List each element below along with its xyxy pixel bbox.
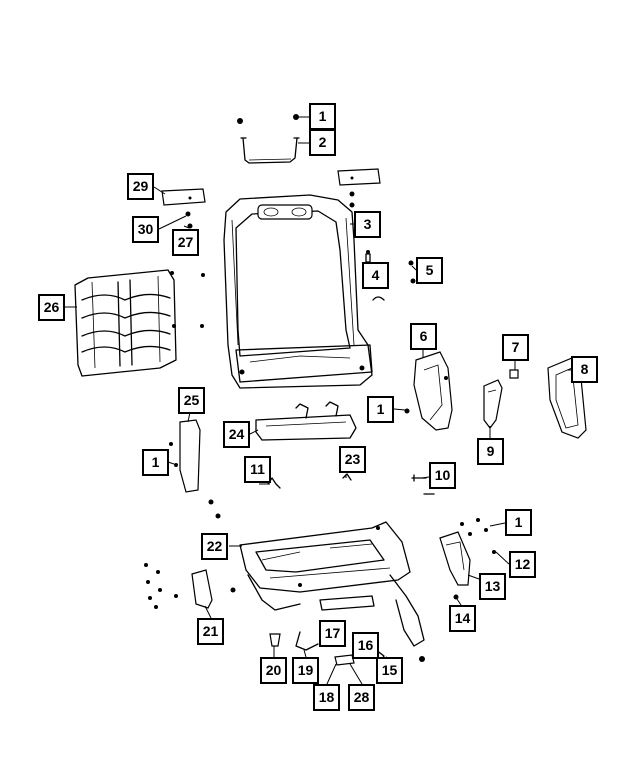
callout-23[interactable]: 23 (339, 446, 366, 473)
switch-part-28 (334, 654, 355, 666)
callout-9[interactable]: 9 (477, 438, 504, 465)
side-bracket-part-13 (439, 518, 496, 586)
callout-6[interactable]: 6 (410, 323, 437, 350)
bolt-part-14 (453, 594, 459, 600)
trim-bezel-part-29-right (337, 168, 381, 186)
callout-24[interactable]: 24 (223, 421, 250, 448)
callout-7[interactable]: 7 (502, 334, 529, 361)
retainer-part-5 (200, 260, 416, 328)
callout-3[interactable]: 3 (354, 211, 381, 238)
clip-part-23 (342, 473, 352, 481)
callout-4[interactable]: 4 (362, 262, 389, 289)
callout-21[interactable]: 21 (197, 618, 224, 645)
callout-27[interactable]: 27 (172, 229, 199, 256)
bracket-part-21 (144, 563, 236, 609)
callout-30[interactable]: 30 (132, 216, 159, 243)
callout-8[interactable]: 8 (571, 356, 598, 383)
callout-13[interactable]: 13 (479, 573, 506, 600)
trim-panel-part-25 (169, 419, 201, 493)
callout-26[interactable]: 26 (38, 294, 65, 321)
callout-1-top[interactable]: 1 (309, 103, 336, 130)
headrest-guide-part-2 (240, 137, 300, 164)
callout-10[interactable]: 10 (429, 462, 456, 489)
callout-16[interactable]: 16 (352, 632, 379, 659)
clip-part-30-27 (185, 191, 355, 229)
callout-5[interactable]: 5 (416, 257, 443, 284)
callout-11[interactable]: 11 (244, 456, 271, 483)
seat-cushion-frame-part-22 (239, 521, 425, 647)
suspension-mat-part-26 (74, 269, 177, 377)
bushing-part-4 (365, 250, 371, 263)
trim-bezel-part-29-left (161, 188, 206, 206)
callout-12[interactable]: 12 (509, 551, 536, 578)
back-panel-bracket-part-24 (255, 401, 357, 441)
recliner-handle-part-9 (483, 379, 503, 429)
callout-14[interactable]: 14 (449, 605, 476, 632)
pin-part-20 (269, 633, 281, 647)
seat-back-frame-part-3 (223, 194, 373, 389)
callout-25[interactable]: 25 (178, 387, 205, 414)
callout-29[interactable]: 29 (127, 173, 154, 200)
harness-part-19 (295, 631, 319, 651)
callout-28[interactable]: 28 (348, 684, 375, 711)
callout-18[interactable]: 18 (313, 684, 340, 711)
screw-part-1-top (237, 114, 299, 124)
clip-part-7 (509, 369, 519, 379)
callout-1-mid[interactable]: 1 (367, 396, 394, 423)
callout-1-right[interactable]: 1 (505, 509, 532, 536)
callout-19[interactable]: 19 (292, 657, 319, 684)
side-shield-part-6 (413, 351, 453, 431)
callout-17[interactable]: 17 (319, 620, 346, 647)
callout-15[interactable]: 15 (376, 657, 403, 684)
callout-2[interactable]: 2 (309, 129, 336, 156)
callout-20[interactable]: 20 (260, 657, 287, 684)
callout-22[interactable]: 22 (201, 533, 228, 560)
callout-1-left[interactable]: 1 (142, 449, 169, 476)
